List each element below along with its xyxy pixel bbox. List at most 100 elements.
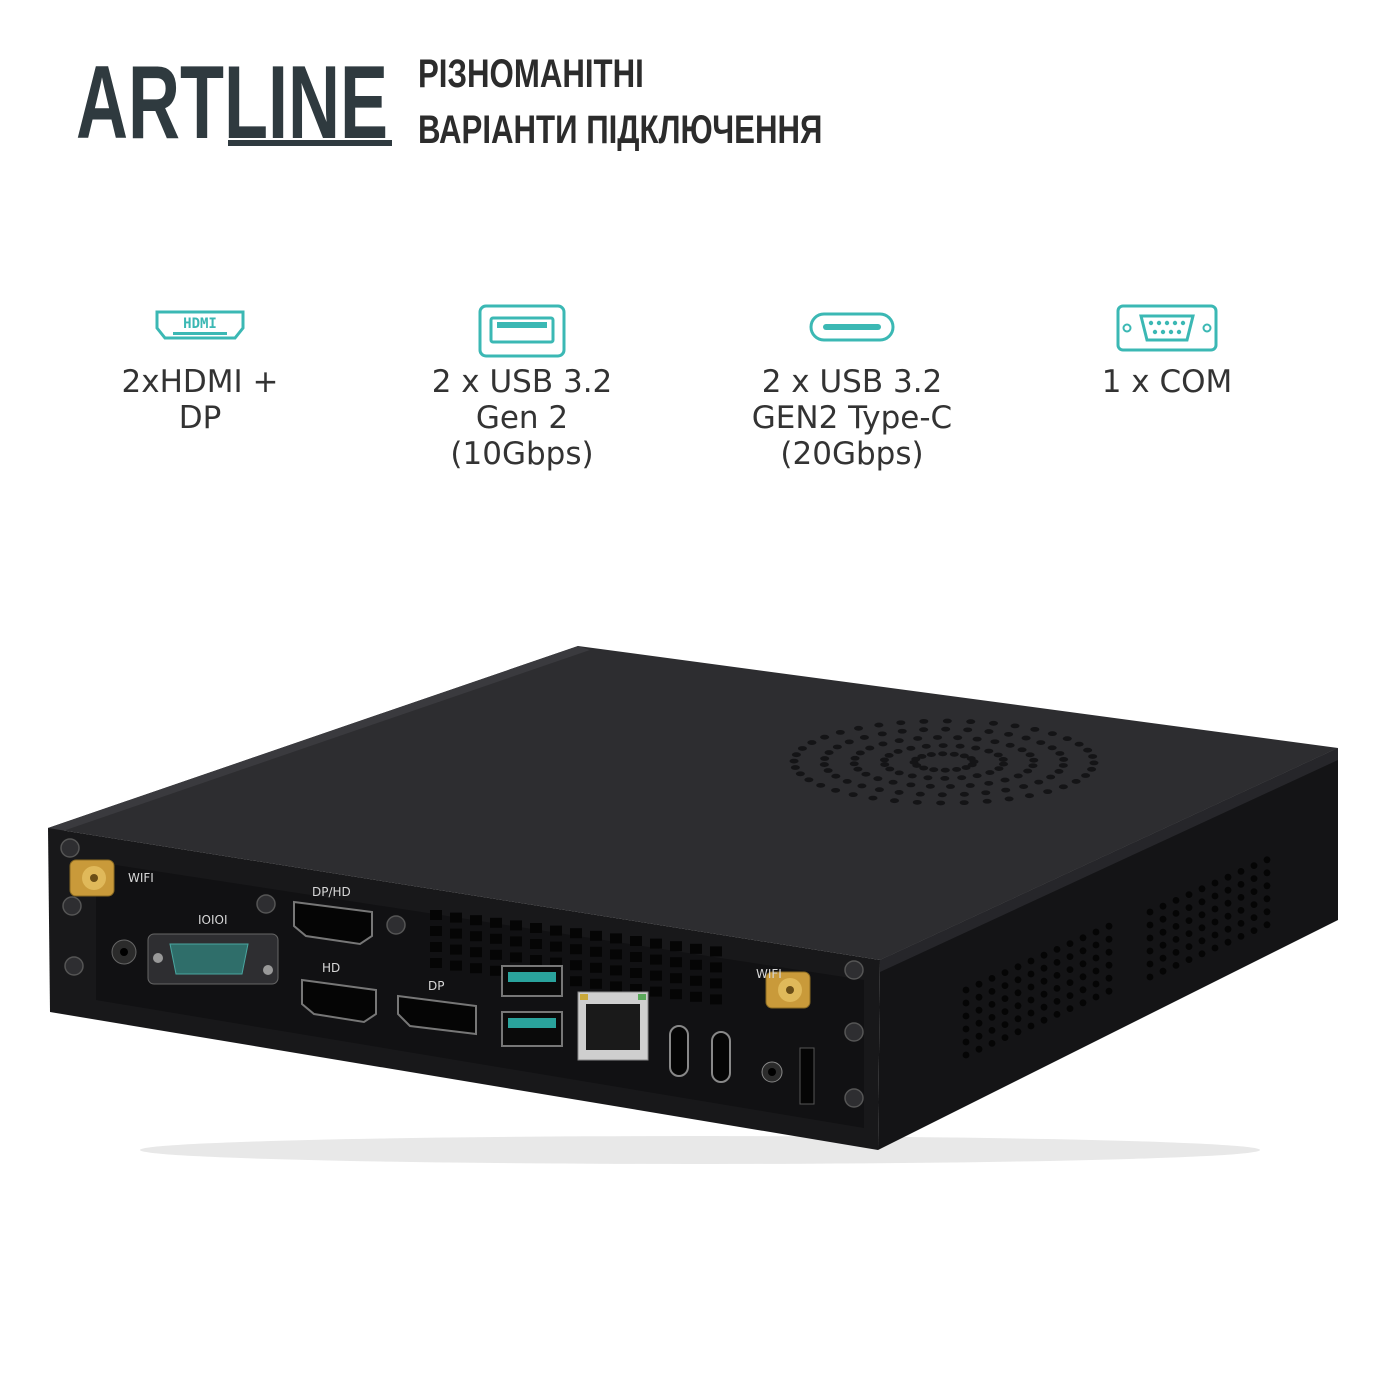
- vent-slot: [450, 912, 462, 923]
- vent-hole: [1054, 769, 1064, 774]
- vent-hole: [988, 988, 996, 995]
- vent-hole: [913, 736, 923, 741]
- vent-hole: [1040, 951, 1048, 959]
- displayport-port: [397, 994, 477, 1036]
- vent-hole: [940, 775, 950, 781]
- vent-hole: [1172, 949, 1180, 956]
- vent-slot: [490, 933, 502, 944]
- vent-hole: [921, 743, 931, 749]
- feature-usb-c-label: 2 x USB 3.2 GEN2 Type-C (20Gbps): [751, 364, 953, 472]
- vent-hole: [1066, 953, 1074, 960]
- vent-hole: [1087, 766, 1097, 772]
- vent-hole: [998, 757, 1008, 762]
- hdmi-port-1: [293, 900, 373, 946]
- vent-slot: [570, 928, 582, 939]
- vent-hole: [1014, 963, 1022, 971]
- vent-hole: [975, 1019, 983, 1027]
- vent-hole: [923, 775, 933, 781]
- wifi-connector-right: [765, 971, 811, 1009]
- vent-slot: [490, 965, 502, 976]
- vent-hole: [925, 783, 935, 789]
- vent-slot: [590, 978, 602, 989]
- vent-hole: [1017, 747, 1027, 753]
- vent-slot: [670, 989, 682, 1000]
- vent-slot: [650, 970, 662, 981]
- vent-slot: [590, 930, 602, 941]
- vent-slot: [530, 939, 542, 949]
- vent-hole: [884, 752, 894, 758]
- vent-hole: [804, 777, 814, 783]
- vent-hole: [926, 752, 936, 757]
- vent-hole: [1034, 779, 1044, 785]
- vent-hole: [971, 745, 981, 751]
- vent-hole: [1105, 961, 1113, 969]
- vent-hole: [1185, 930, 1193, 937]
- vent-hole: [1062, 736, 1072, 742]
- vent-hole: [959, 800, 969, 806]
- hdmi-port-icon: HDMI: [155, 310, 245, 340]
- vent-slot: [630, 936, 642, 946]
- vent-hole: [1030, 726, 1040, 732]
- vent-hole: [962, 999, 970, 1007]
- vent-slot: [610, 981, 622, 992]
- screw: [386, 915, 406, 935]
- vent-hole: [1066, 979, 1074, 986]
- vent-hole: [988, 1014, 996, 1021]
- vent-hole: [893, 749, 903, 754]
- vent-hole: [965, 783, 975, 788]
- vent-hole: [1001, 1021, 1009, 1028]
- vent-slot: [590, 946, 602, 957]
- vent-hole: [1001, 1008, 1009, 1015]
- vent-hole: [1159, 941, 1167, 949]
- vent-hole: [1025, 752, 1035, 758]
- vent-hole: [984, 780, 994, 786]
- vent-hole: [1237, 920, 1245, 927]
- vent-hole: [789, 758, 799, 764]
- feature-usb-c: 2 x USB 3.2 GEN2 Type-C (20Gbps): [702, 300, 1002, 472]
- vent-hole: [1019, 784, 1029, 789]
- ethernet-port: [577, 991, 649, 1061]
- vent-hole: [1010, 723, 1020, 729]
- vent-hole: [1024, 793, 1034, 799]
- vent-hole: [1185, 943, 1193, 950]
- vent-hole: [1014, 1028, 1022, 1036]
- vent-slot: [490, 949, 502, 960]
- vent-hole: [1053, 1011, 1061, 1018]
- vent-hole: [940, 767, 950, 773]
- vent-hole: [1105, 987, 1113, 995]
- vent-hole: [961, 765, 971, 770]
- vent-hole: [1211, 892, 1219, 900]
- vent-hole: [1263, 882, 1271, 890]
- vent-hole: [1005, 742, 1015, 748]
- vent-hole: [795, 771, 805, 777]
- vent-hole: [942, 718, 952, 724]
- vent-hole: [1159, 954, 1167, 962]
- vent-hole: [1040, 964, 1048, 972]
- vent-hole: [911, 756, 921, 762]
- feature-hdmi: HDMI 2xHDMI + DP: [50, 300, 350, 436]
- vent-hole: [907, 773, 917, 779]
- vent-hole: [981, 790, 991, 796]
- headline-line-2: ВАРІАНТИ ПІДКЛЮЧЕННЯ: [418, 108, 823, 152]
- vent-hole: [816, 782, 826, 788]
- vent-hole: [972, 736, 982, 742]
- vent-hole: [1004, 731, 1014, 737]
- vent-hole: [962, 1012, 970, 1020]
- vent-hole: [984, 748, 994, 754]
- vent-hole: [877, 731, 887, 737]
- vent-hole: [1092, 980, 1100, 988]
- vent-hole: [1046, 774, 1056, 780]
- vent-hole: [797, 746, 807, 751]
- vent-hole: [880, 762, 890, 767]
- vent-hole: [1146, 973, 1154, 981]
- vent-slot: [650, 986, 662, 997]
- vent-hole: [959, 791, 969, 797]
- artline-logo: ARTLINE: [76, 52, 392, 148]
- vent-slot: [510, 952, 522, 963]
- screw: [256, 894, 276, 914]
- vent-hole: [1185, 917, 1193, 924]
- vent-hole: [807, 740, 817, 745]
- vent-hole: [1263, 895, 1271, 903]
- vent-slot: [690, 991, 702, 1002]
- vent-hole: [919, 765, 929, 771]
